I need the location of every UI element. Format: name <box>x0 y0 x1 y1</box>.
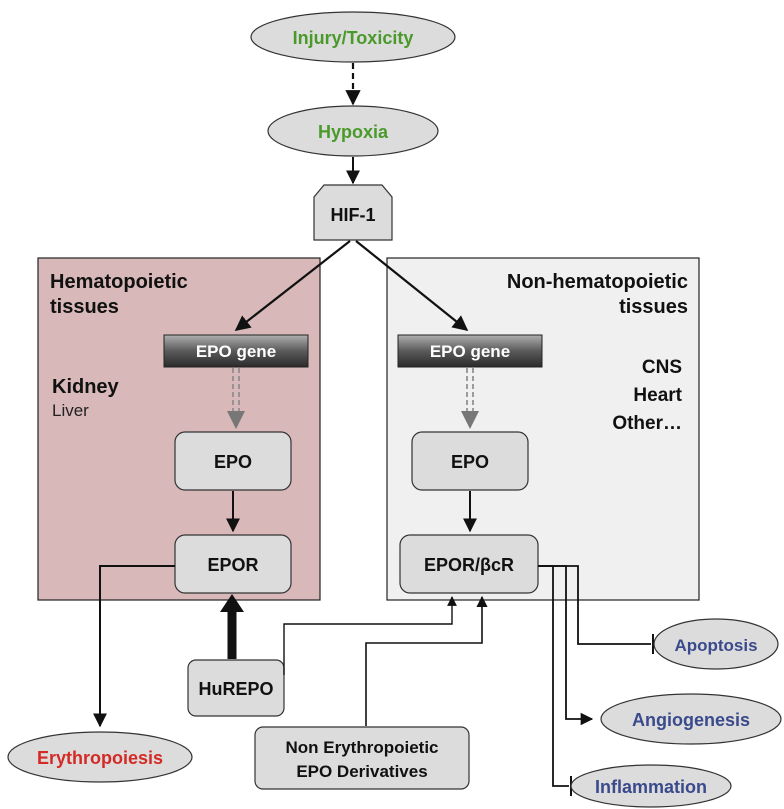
inflammation-node <box>570 764 732 808</box>
angiogenesis-label: Angiogenesis <box>632 710 750 730</box>
apoptosis-label: Apoptosis <box>674 636 757 655</box>
epor-box <box>174 534 292 594</box>
epor-bcr-label: EPOR/βcR <box>424 555 514 575</box>
non-hematopoietic-title-line1: Non-hematopoietic <box>507 271 688 293</box>
non-erythro-to-epor-bcr-arrow <box>365 595 488 726</box>
right-gene-to-epo-arrow <box>461 368 479 429</box>
hypoxia-label: Hypoxia <box>318 122 389 142</box>
non-hematopoietic-title-line2: tissues <box>619 296 688 318</box>
hif1-to-left-gene-arrow <box>234 240 351 331</box>
angiogenesis-node <box>600 693 782 745</box>
epo-gene-left-label: EPO gene <box>196 342 276 361</box>
hurepo-to-epor-bcr-arrow <box>283 596 457 675</box>
organ-other: Other… <box>612 413 682 434</box>
apoptosis-node <box>653 618 779 670</box>
hurepo-to-epor-thick-arrowhead <box>220 594 244 612</box>
organ-liver: Liver <box>52 401 89 420</box>
epo-right-box <box>411 431 529 491</box>
injury-label: Injury/Toxicity <box>293 28 414 48</box>
hypoxia-node <box>267 105 439 157</box>
epo-gene-right-label: EPO gene <box>430 342 510 361</box>
non-erythro-box <box>254 726 470 790</box>
organ-kidney: Kidney <box>52 376 120 398</box>
epo-left-label: EPO <box>214 452 252 472</box>
epor-to-erythropoiesis-arrow <box>93 565 175 728</box>
non-erythro-label-line2: EPO Derivatives <box>296 762 427 781</box>
hurepo-box <box>187 659 285 717</box>
organ-heart: Heart <box>633 385 682 406</box>
inflammation-label: Inflammation <box>595 777 707 797</box>
epo-gene-right-box <box>397 334 543 368</box>
epor-bcr-to-inflammation-inhibition <box>538 565 569 787</box>
left-gene-to-epo-arrow <box>227 368 245 429</box>
non-erythro-label-line1: Non Erythropoietic <box>285 738 438 757</box>
hematopoietic-title-line1: Hematopoietic <box>50 271 188 293</box>
epo-left-box <box>174 431 292 491</box>
organ-cns: CNS <box>642 357 682 378</box>
epo-gene-left-box <box>163 334 309 368</box>
epo-right-label: EPO <box>451 452 489 472</box>
hurepo-label: HuREPO <box>198 679 273 699</box>
epor-label: EPOR <box>207 555 258 575</box>
epor-bcr-box <box>399 534 539 594</box>
hematopoietic-title-line2: tissues <box>50 296 119 318</box>
hif1-to-right-gene-arrow <box>355 240 469 331</box>
injury-node <box>250 11 456 63</box>
erythropoiesis-node <box>7 731 193 783</box>
erythropoiesis-label: Erythropoiesis <box>37 748 163 768</box>
hif1-label: HIF-1 <box>331 205 376 225</box>
hif1-node <box>313 184 393 241</box>
